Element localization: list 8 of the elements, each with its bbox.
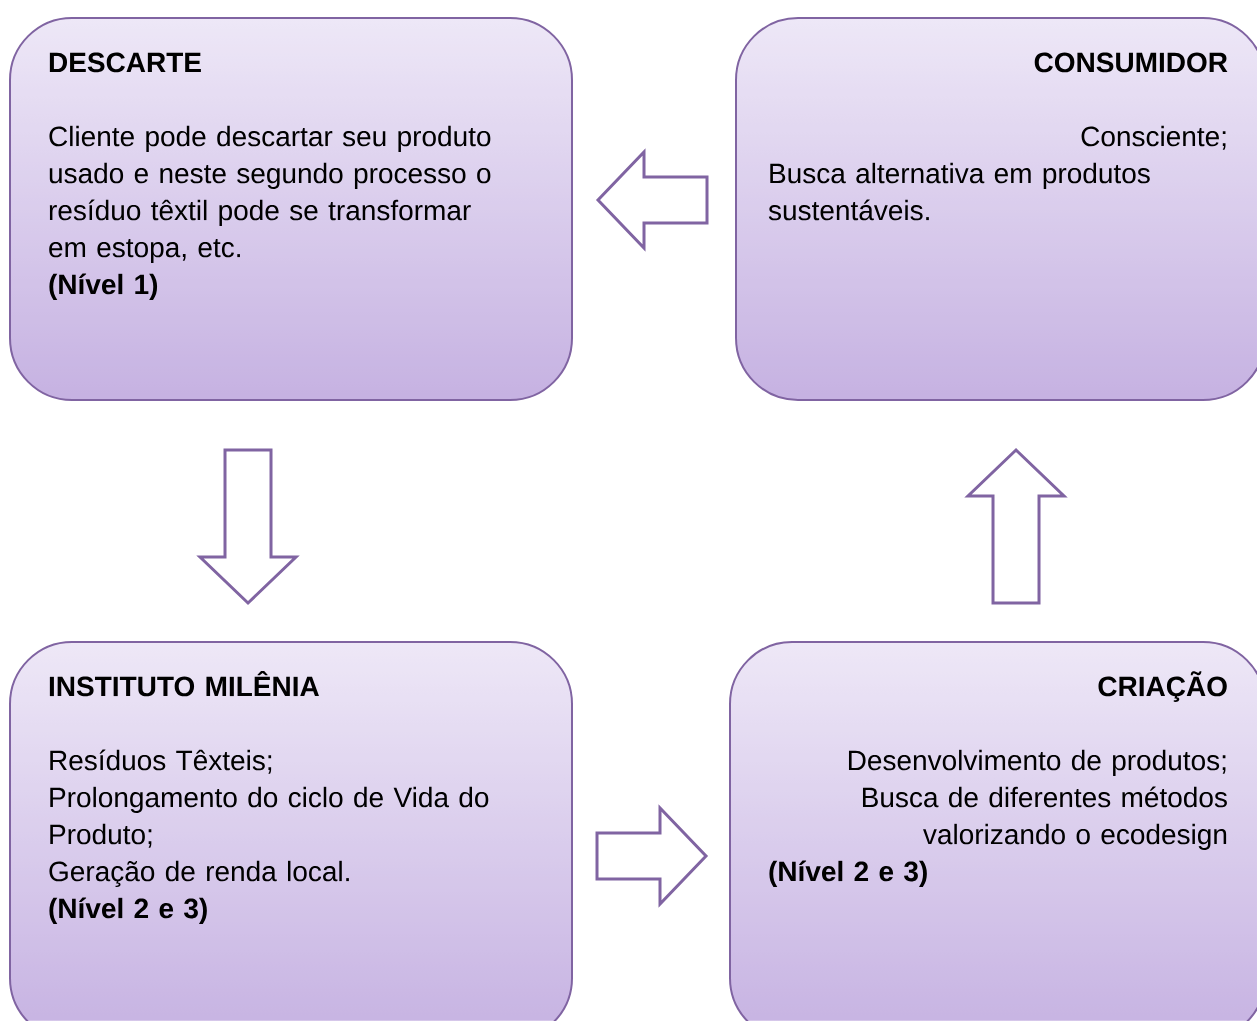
block-arrow [964,447,1068,605]
block-arrow [595,148,709,252]
process-box: INSTITUTO MILÊNIA Resíduos Têxteis; Prolongamento do ciclo de Vida do Produto; Geração de renda local. (Nível 2 e 3) [9,641,573,1021]
process-box: CRIAÇÃO Desenvolvimento de produtos; Busca de diferentes métodos valorizando o ecodesign (Nível 2 e 3) [729,641,1257,1021]
block-arrow [595,804,709,908]
block-arrow [196,448,300,606]
process-box: DESCARTE Cliente pode descartar seu produto usado e neste segundo processo o resíduo têxtil pode se transformar em estopa, etc. (Nível 1) [9,17,573,401]
process-box: CONSUMIDOR Consciente; Busca alternativa em produtos sustentáveis. [735,17,1257,401]
